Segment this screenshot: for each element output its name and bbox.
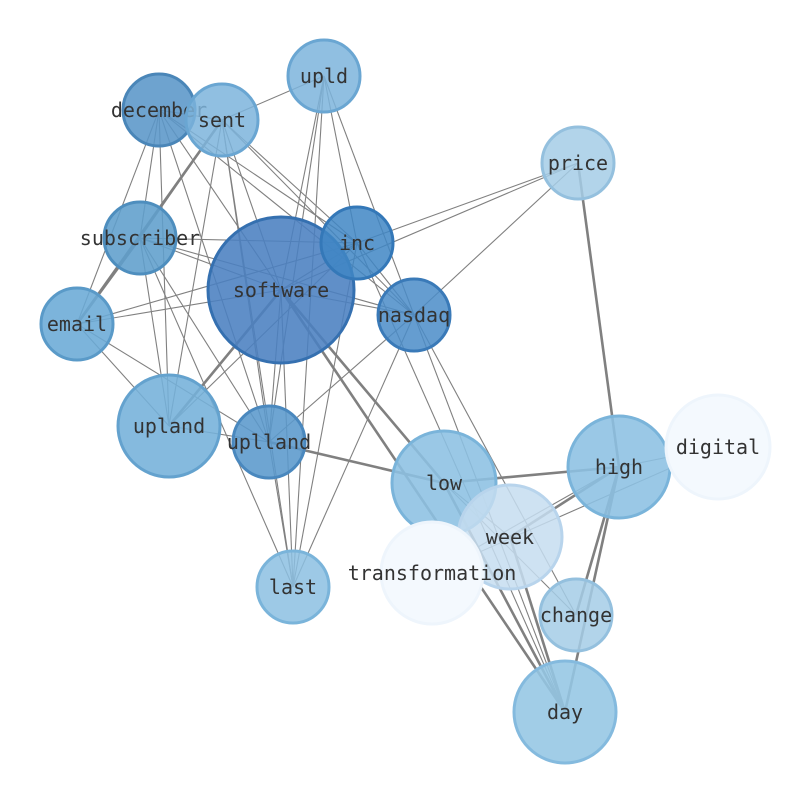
- node-circle-last: [255, 549, 331, 625]
- node-circle-transformation: [379, 520, 485, 626]
- edge-sent-nasdaq: [221, 119, 415, 316]
- node-label-change: change: [540, 603, 612, 627]
- node-sent: sent: [184, 82, 260, 158]
- node-label-upland: upland: [133, 414, 205, 438]
- node-circle-email: [39, 286, 115, 362]
- node-label-sent: sent: [198, 108, 246, 132]
- node-circle-nasdaq: [376, 277, 452, 353]
- edge-upld-nasdaq: [323, 75, 415, 316]
- edge-inc-price: [356, 162, 579, 244]
- node-label-high: high: [595, 455, 643, 479]
- node-label-email: email: [47, 312, 107, 336]
- node-label-nasdaq: nasdaq: [378, 303, 450, 327]
- edge-december-upland: [158, 109, 170, 427]
- node-circle-uplland: [231, 404, 307, 480]
- node-label-upld: upld: [300, 64, 348, 88]
- node-last: last: [255, 549, 331, 625]
- node-week: week: [456, 483, 564, 591]
- node-label-low: low: [426, 471, 463, 495]
- node-high: high: [566, 414, 672, 520]
- nodes-layer: softwareincnasdaqdecembersentupldsubscri…: [39, 38, 772, 765]
- node-change: change: [538, 577, 614, 653]
- node-price: price: [540, 125, 616, 201]
- node-label-day: day: [547, 700, 583, 724]
- node-circle-day: [512, 659, 618, 765]
- node-circle-upld: [286, 38, 362, 114]
- node-label-price: price: [548, 151, 608, 175]
- node-circle-price: [540, 125, 616, 201]
- node-circle-upland: [116, 373, 222, 479]
- node-circle-digital: [664, 393, 772, 501]
- edge-subscriber-uplland: [139, 237, 270, 443]
- node-label-digital: digital: [676, 435, 760, 459]
- node-upland: upland: [116, 373, 222, 479]
- node-circle-inc: [319, 205, 395, 281]
- node-digital: digital: [664, 393, 772, 501]
- node-label-uplland: uplland: [227, 430, 311, 454]
- node-email: email: [39, 286, 115, 362]
- node-transformation: transformation: [348, 520, 517, 626]
- node-uplland: uplland: [227, 404, 311, 480]
- node-circle-subscriber: [102, 200, 178, 276]
- node-circle-software: [206, 215, 356, 365]
- node-upld: upld: [286, 38, 362, 114]
- node-label-software: software: [233, 278, 329, 302]
- node-inc: inc: [319, 205, 395, 281]
- node-circle-sent: [184, 82, 260, 158]
- node-software: software: [206, 215, 356, 365]
- node-label-subscriber: subscriber: [80, 226, 200, 250]
- node-label-inc: inc: [339, 231, 375, 255]
- node-day: day: [512, 659, 618, 765]
- node-subscriber: subscriber: [80, 200, 200, 276]
- edge-nasdaq-last: [292, 314, 415, 588]
- node-label-week: week: [486, 525, 534, 549]
- node-label-transformation: transformation: [348, 561, 517, 585]
- node-label-last: last: [269, 575, 317, 599]
- node-circle-change: [538, 577, 614, 653]
- node-nasdaq: nasdaq: [376, 277, 452, 353]
